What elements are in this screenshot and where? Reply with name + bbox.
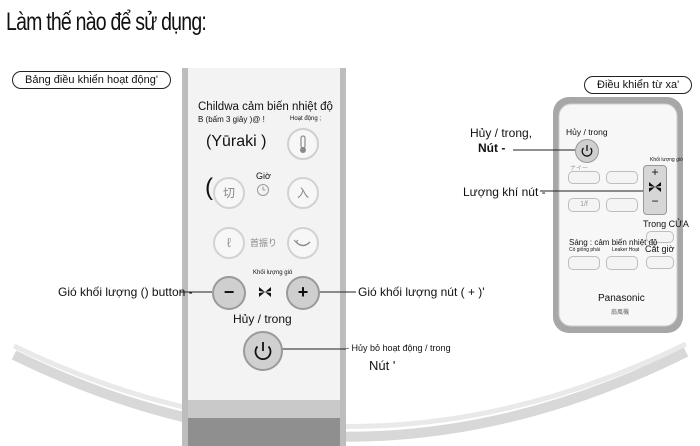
minus-icon: − — [223, 282, 235, 302]
swing-label: 首振り — [250, 238, 278, 248]
yuraki-label: (Yūraki ) — [206, 133, 267, 150]
remote-1f-button[interactable]: 1/f — [568, 198, 600, 212]
remote-timer-on-button[interactable] — [646, 231, 674, 243]
remote-airflow-label: Lượng khí nút - — [463, 185, 546, 199]
remote-swing-button[interactable] — [606, 198, 638, 212]
brand-logo: Panasonic — [598, 293, 645, 304]
panel-section-label: Bảng điều khiển hoạt động' — [12, 71, 171, 89]
airflow-down-button[interactable]: − — [212, 276, 246, 310]
airflow-up-label: Gió khối lượng nút ( + )' — [358, 285, 485, 299]
page-title: Làm thế nào để sử dụng: — [6, 8, 207, 36]
remote-thermometer-button[interactable] — [606, 256, 638, 270]
remote-1f-label: 1/f — [580, 201, 588, 208]
plus-icon: + — [651, 165, 659, 179]
power-button[interactable] — [243, 331, 283, 371]
cancel-operation-label-2: Nút ' — [369, 358, 396, 373]
operation-small-label: Hoạt động ; — [290, 116, 322, 122]
remote-sensor-label: Sáng : cảm biến nhiệt độ — [569, 238, 658, 247]
airflow-up-button[interactable]: + — [286, 276, 320, 310]
remote-section-label: Điều khiển từ xa' — [584, 76, 693, 94]
remote-sensor-sub: Có giống phái — [569, 247, 600, 253]
remote-power-button[interactable] — [575, 139, 599, 163]
temp-sensor-title: Childwa cảm biến nhiệt độ — [198, 101, 333, 113]
swing-icon — [293, 239, 311, 247]
remote-sensor-sub-2: Leaker Hoạt — [612, 247, 640, 253]
remote-power-label-2: Nút - — [478, 141, 506, 155]
remote-airflow-small: Khối lượng gió — [650, 157, 683, 163]
remote-airflow-rocker[interactable]: + − — [643, 165, 667, 215]
rhythm-button[interactable]: ℓ — [213, 227, 245, 259]
airflow-down-label: Gió khối lượng () button - — [58, 285, 193, 299]
timer-on-button[interactable]: 入 — [287, 177, 319, 209]
fan-base-arc-inner — [12, 341, 688, 429]
cancel-operation-label: - Hủy bỏ hoạt động / trong — [346, 343, 451, 353]
remote-timer-off-button[interactable] — [646, 256, 674, 269]
temp-sensor-button[interactable] — [287, 128, 319, 160]
fan-base-arc — [11, 347, 689, 442]
remote-mode-button[interactable] — [568, 171, 600, 184]
timer-off-label: 切 — [222, 186, 235, 200]
power-icon — [581, 145, 593, 157]
fan-icon — [644, 179, 666, 195]
clock-icon — [256, 183, 270, 197]
brand-subtitle: 扇風機 — [611, 310, 630, 316]
remote-sensor-button[interactable] — [568, 256, 600, 270]
airflow-small-label: Khối lượng gió — [253, 270, 293, 276]
fan-icon — [256, 283, 274, 301]
temp-sensor-subtitle: B (bấm 3 giây )@ ! — [198, 115, 265, 124]
plus-icon: + — [297, 282, 309, 302]
remote-timer-off-label: Cắt giờ — [645, 244, 675, 254]
minus-icon: − — [651, 194, 659, 208]
timer-off-button[interactable]: 切 — [213, 177, 245, 209]
bracket-mark: ( — [205, 174, 213, 201]
timer-label: Giờ — [256, 171, 271, 181]
power-label: Hủy / trong — [233, 312, 292, 326]
timer-on-label: 入 — [296, 186, 309, 200]
power-icon — [254, 342, 272, 360]
remote-rhythm-button[interactable] — [606, 171, 638, 184]
rhythm-icon: ℓ — [226, 235, 232, 250]
remote-power-label: Hủy / trong, — [470, 126, 533, 140]
thermometer-icon — [300, 135, 306, 153]
remote-timer-on-label: Trong CỬA — [643, 219, 689, 229]
swing-button[interactable] — [287, 227, 319, 259]
remote-faint-label-1: ナイー — [570, 166, 589, 172]
remote-top-label: Hủy / trong — [566, 127, 608, 137]
